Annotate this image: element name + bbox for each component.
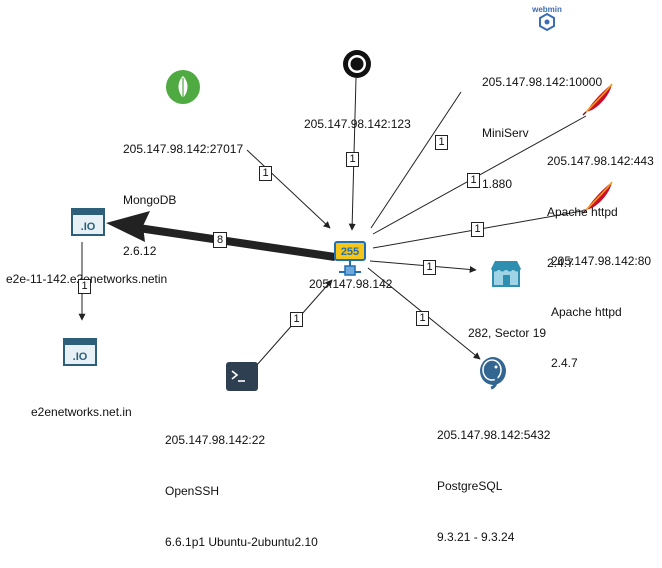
terminal-icon[interactable] — [226, 362, 258, 391]
node-label-hostname[interactable]: e2e-11-142.e2enetworks.netin — [6, 237, 167, 305]
apache-feather-icon[interactable] — [582, 181, 613, 214]
edge-count-postgres: 1 — [416, 311, 429, 326]
node-line: 205.147.98.142:10000 — [482, 75, 603, 89]
svg-text:.IO: .IO — [73, 351, 88, 363]
edge-mongodb[interactable] — [246, 149, 331, 229]
node-line: 2.6.12 — [123, 244, 157, 258]
domain-io-icon[interactable]: .IO — [63, 338, 97, 366]
edge-count-mongodb: 1 — [259, 166, 272, 181]
node-line: 205.147.98.142:22 — [165, 433, 266, 447]
node-line: 205.147.98.142:5432 — [437, 428, 551, 442]
node-label-mongodb[interactable]: 205.147.98.142:27017 MongoDB 2.6.12 — [123, 107, 243, 277]
svg-text:webmin: webmin — [531, 5, 562, 14]
svg-text:255: 255 — [341, 246, 359, 258]
edge-count-webmin: 1 — [435, 135, 448, 150]
postgresql-elephant-icon[interactable] — [480, 357, 506, 390]
edge-count-apache80: 1 — [471, 222, 484, 237]
node-line: MiniServ — [482, 126, 529, 140]
node-line: MongoDB — [123, 193, 177, 207]
webmin-logo-icon[interactable]: webmin — [531, 5, 562, 32]
edge-count-apache443: 1 — [467, 173, 480, 188]
network-graph: 255 webmin — [63, 5, 613, 391]
edge-hostname-arrowhead — [106, 211, 150, 242]
edge-webmin[interactable] — [370, 91, 462, 229]
ntp-circle-icon[interactable] — [343, 50, 371, 78]
node-label-openssh[interactable]: 205.147.98.142:22 OpenSSH 6.6.1p1 Ubuntu… — [165, 398, 318, 568]
node-label-apache443[interactable]: 205.147.98.142:443 Apache httpd 2.4.7 — [547, 119, 654, 289]
mongodb-leaf-icon[interactable] — [166, 70, 200, 104]
edge-count-domain: 1 — [78, 279, 91, 294]
node-line: 6.6.1p1 Ubuntu-2ubuntu2.10 — [165, 535, 318, 549]
node-line: 205.147.98.142:443 — [547, 154, 654, 168]
ip-address-network-icon[interactable]: 255 — [334, 241, 366, 276]
node-line: PostgreSQL — [437, 479, 503, 493]
node-label-postgres[interactable]: 205.147.98.142:5432 PostgreSQL 9.3.21 - … — [437, 393, 550, 563]
apache-feather-icon[interactable] — [582, 83, 613, 116]
node-line: Apache httpd — [551, 305, 622, 319]
edge-hostname[interactable] — [124, 222, 336, 261]
node-label-apache80[interactable]: 205.147.98.142:80 Apache httpd 2.4.7 — [551, 219, 651, 389]
icons-layer: 255 webmin — [63, 5, 613, 391]
edge-count-location: 1 — [423, 260, 436, 275]
node-line: 205.147.98.142:123 — [304, 117, 411, 131]
edge-count-ntp: 1 — [346, 152, 359, 167]
node-line: Apache httpd — [547, 205, 618, 219]
node-line: 282, Sector 19 — [468, 326, 547, 340]
edge-count-hostname: 8 — [213, 232, 227, 248]
node-line: 2.4.7 — [547, 256, 574, 270]
svg-text:.IO: .IO — [81, 221, 96, 233]
node-label-ntp[interactable]: 205.147.98.142:123 — [304, 82, 411, 150]
domain-io-icon[interactable]: .IO — [71, 208, 105, 236]
node-label-domain[interactable]: e2enetworks.net.in — [31, 370, 132, 438]
node-label-webmin[interactable]: 205.147.98.142:10000 MiniServ 1.880 — [482, 40, 602, 210]
storefront-icon[interactable] — [491, 261, 521, 287]
node-line: 1.880 — [482, 177, 513, 191]
node-label-location[interactable]: 282, Sector 19 — [468, 291, 546, 359]
node-line: 2.4.7 — [551, 356, 578, 370]
edge-count-openssh: 1 — [290, 312, 303, 327]
node-line: 205.147.98.142:27017 — [123, 142, 244, 156]
node-line: 9.3.21 - 9.3.24 — [437, 530, 515, 544]
node-line: e2enetworks.net.in — [31, 405, 132, 419]
node-line: OpenSSH — [165, 484, 220, 498]
node-line: 205.147.98.142:80 — [551, 254, 652, 268]
center-ip-label[interactable]: 205.147.98.142 — [309, 277, 393, 291]
